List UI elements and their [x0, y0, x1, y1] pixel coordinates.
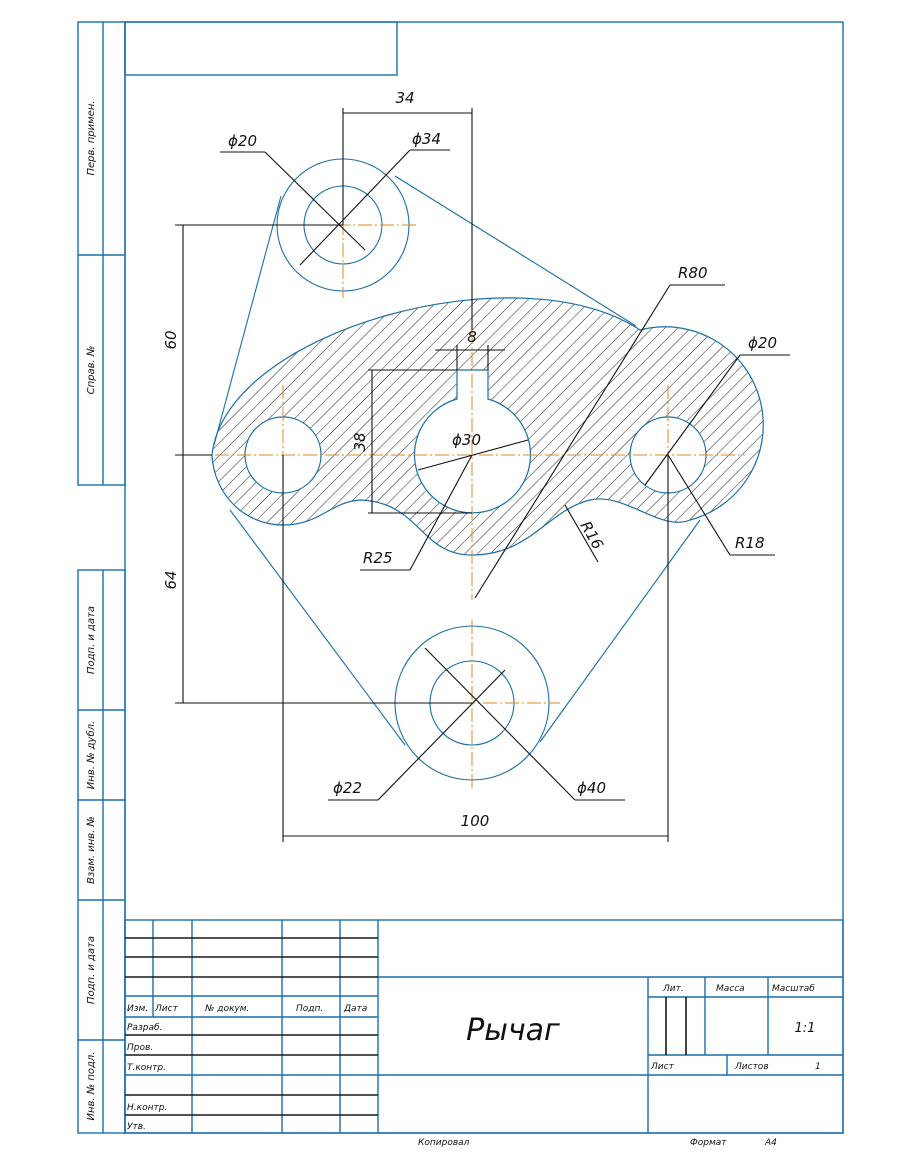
dim-phi22: ϕ22: [333, 779, 362, 797]
dim-phi20-top: ϕ20: [228, 132, 257, 150]
side-label: Инв. № дубл.: [85, 721, 97, 789]
title-block: Изм. Лист № докум. Подп. Дата Разраб. Пр…: [124, 919, 844, 1148]
format-value: А4: [764, 1138, 777, 1148]
dimensions: 34 ϕ20 ϕ34 60 64 8 38 ϕ30 R80 ϕ20 R18 R1…: [162, 89, 790, 842]
dim-r18: R18: [735, 534, 765, 552]
dim-phi20-right: ϕ20: [748, 334, 777, 352]
col-date: Дата: [343, 1004, 367, 1014]
dim-phi40: ϕ40: [577, 779, 606, 797]
sheets-value: 1: [815, 1062, 821, 1072]
mass-label: Масса: [716, 984, 745, 994]
format-label: Формат: [690, 1138, 727, 1148]
dim-60: 60: [162, 330, 180, 349]
lit-label: Лит.: [662, 984, 684, 994]
row-checked: Пров.: [127, 1043, 153, 1053]
side-strip-labels: Перв. примен. Справ. № Подп. и дата Инв.…: [85, 100, 97, 1120]
row-tcontrol: Т.контр.: [127, 1063, 166, 1073]
sheet-label: Лист: [650, 1062, 675, 1072]
side-label: Подп. и дата: [86, 606, 97, 674]
side-label: Перв. примен.: [86, 100, 97, 175]
row-ncontrol: Н.контр.: [127, 1103, 167, 1113]
side-label: Справ. №: [86, 346, 97, 395]
side-label: Взам. инв. №: [86, 816, 97, 884]
dim-34: 34: [395, 89, 414, 107]
row-approved: Утв.: [127, 1122, 146, 1132]
part-name: Рычаг: [466, 1013, 560, 1048]
col-sign: Подп.: [296, 1004, 323, 1014]
scale-value: 1:1: [795, 1021, 816, 1036]
sheets-label: Листов: [734, 1062, 769, 1072]
side-label: Инв. № подл.: [86, 1052, 97, 1121]
col-list: Лист: [154, 1004, 179, 1014]
dim-r25: R25: [363, 549, 393, 567]
part-drawing: [211, 155, 764, 790]
row-developer: Разраб.: [127, 1023, 162, 1033]
dim-r80: R80: [678, 264, 708, 282]
dim-phi34: ϕ34: [412, 130, 441, 148]
scale-label: Масштаб: [772, 984, 815, 994]
dim-38: 38: [351, 432, 369, 451]
col-izm: Изм.: [127, 1004, 148, 1014]
dim-8: 8: [467, 328, 477, 346]
dim-phi30: ϕ30: [452, 431, 481, 449]
dim-100: 100: [461, 812, 490, 830]
sheet-frame: [77, 21, 844, 1134]
side-label: Подп. и дата: [86, 936, 97, 1004]
dim-64: 64: [162, 570, 180, 589]
copied-label: Копировал: [418, 1138, 470, 1148]
dim-r16: R16: [577, 518, 607, 553]
col-doc: № докум.: [204, 1004, 249, 1014]
